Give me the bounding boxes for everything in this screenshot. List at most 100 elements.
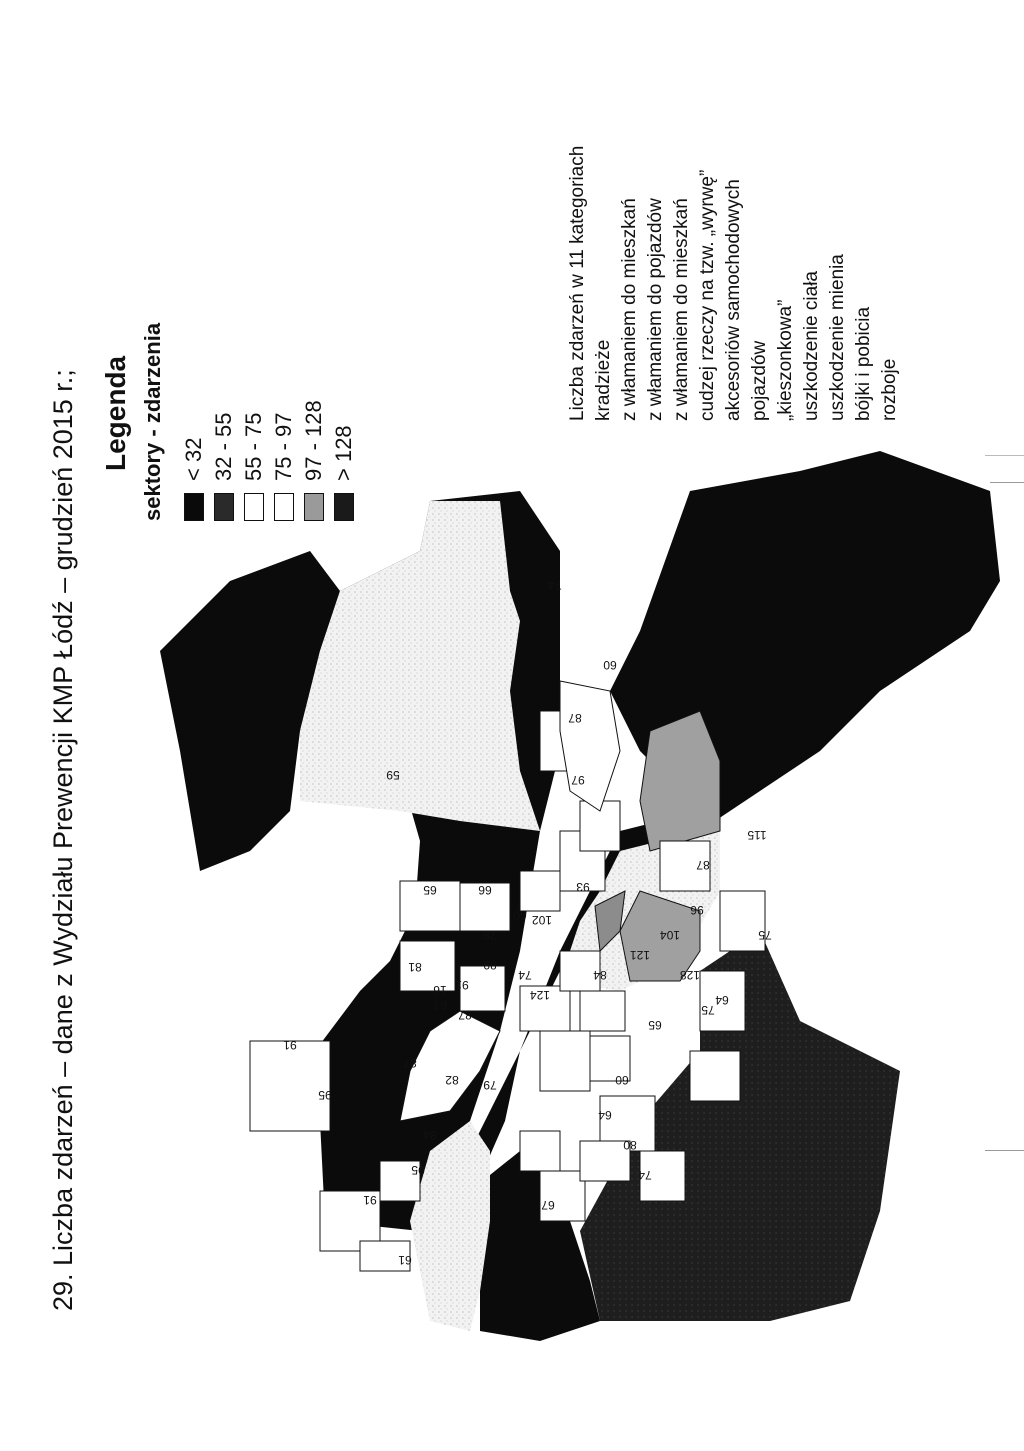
legend-item: 55 - 75 [240,412,268,521]
legend-item: 97 - 128 [300,400,328,521]
map-sector [579,990,626,1032]
category-item: uszkodzenie mienia [827,254,848,421]
divider-line [985,455,1024,456]
sector-label: 87 [696,858,710,872]
legend-swatch [304,493,324,521]
sector-label: 91 [363,1193,377,1207]
category-item: pojazdów [749,340,770,421]
map-sector [589,1035,631,1082]
map-sector [699,970,746,1032]
sector-label: 95 [318,1088,332,1102]
sector-label: 121 [630,948,650,962]
sector-label: 91 [283,1038,297,1052]
sector-label: 95 [411,1163,425,1177]
sector-label: 115 [747,828,766,842]
map-sector [300,501,540,831]
sector-label: 87 [568,711,582,725]
map-sector [580,931,900,1321]
map-sector [399,1010,501,1122]
sector-label: 64 [715,993,729,1007]
sector-label: 61 [398,1253,412,1267]
map-sector [399,940,456,992]
category-list: Liczba zdarzeń w 11 kategoriach kradzież… [565,146,903,421]
sector-label: 66 [478,883,492,897]
sector-label: 91 [455,978,469,992]
legend-swatch [214,493,234,521]
sector-label: 81 [408,960,422,974]
sector-label: 97 [571,773,585,787]
sector-label: 60 [513,908,527,922]
legend-item: < 32 [180,438,208,521]
map-sector [249,1040,331,1132]
sector-label: 96 [690,903,704,917]
map-sector [639,1150,686,1202]
sector-label: 74 [638,1168,652,1182]
map-sector [659,840,711,892]
sector-label: 82 [445,1073,459,1087]
central-sectors [249,710,766,1272]
sector-label: 59 [386,768,400,782]
legend-label: > 128 [331,425,356,481]
divider-line [990,482,1024,483]
map-sector [689,1050,741,1102]
sector-label: 89 [483,958,497,972]
sector-label: 87 [458,1008,472,1022]
map-sector [470,451,1000,1291]
sector-label: 67 [541,1198,555,1212]
category-heading: Liczba zdarzeń w 11 kategoriach [567,145,588,421]
sector-label: 75 [701,1003,715,1017]
map-sector [519,1130,561,1172]
legend-title: Legenda [100,355,131,471]
sector-label: 65 [648,1018,662,1032]
legend-item: 32 - 55 [210,413,238,521]
map-sector [160,551,340,871]
category-item: z włamaniem do mieszkań [619,198,640,421]
sector-label: 75 [758,928,772,942]
map-sector [470,1151,600,1341]
map-sector [539,1030,591,1092]
legend-item: 75 - 97 [270,413,298,521]
divider-line [985,1150,1024,1151]
map-sector [579,1140,631,1182]
sector-label: 128 [680,968,700,982]
sector-label: 80 [623,1138,637,1152]
legend-subtitle: sektory - zdarzenia [140,322,165,521]
sector-labels: 59 74 60 87 97 65 66 60 102 93 87 81 78 … [283,578,772,1267]
sector-label: 87 [403,1056,417,1070]
sector-label: 74 [518,968,532,982]
sector-label: 64 [598,1108,612,1122]
sector-label: 102 [532,913,552,927]
sector-label: 124 [530,988,550,1002]
category-item: cudzej rzeczy na tzw. „wyrwę” [697,169,718,421]
sector-label: 67 [433,998,447,1012]
map-sector [594,890,626,953]
map-sector [639,710,721,852]
map-sector [539,1170,586,1222]
legend-swatch [274,493,294,521]
map-sector [559,950,601,992]
map-sector [319,1190,381,1252]
legend-swatch [184,493,204,521]
map-sector [519,870,561,912]
category-item: kradzieże [593,339,614,421]
sector-label: 60 [603,658,617,672]
legend-label: 55 - 75 [241,412,266,482]
sector-label: 65 [423,883,437,897]
sector-label: 84 [593,968,607,982]
legend-label: < 32 [181,437,206,481]
category-item: uszkodzenie ciała [801,271,822,421]
legend-item: > 128 [330,425,358,521]
legend-swatch [334,493,354,521]
map-sector [379,1160,421,1202]
category-item: z włamaniem do mieszkań [671,198,692,421]
sector-label: 74 [548,578,562,592]
legend-label: 97 - 128 [301,400,326,481]
category-item: akcesoriów samochodowych [723,179,744,421]
category-item: bójki i pobicia [853,306,874,421]
sector-label: 78 [483,928,497,942]
map-sector [459,965,506,1012]
map-sector [719,890,766,952]
